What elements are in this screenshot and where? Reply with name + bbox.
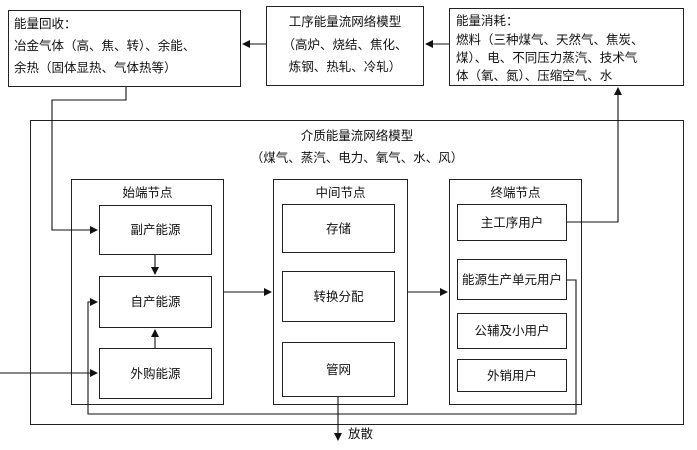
energy-recovery-line2: 余热（固体显热、气体热等） bbox=[14, 60, 177, 75]
end-node-main-process bbox=[457, 204, 567, 241]
mid-nodes-title: 中间节点 bbox=[315, 185, 366, 200]
end-node-auxiliary-label: 公辅及小用户 bbox=[474, 323, 550, 338]
mid-node-pipeline-label: 管网 bbox=[325, 362, 351, 377]
start-node-selfproduced-label: 自产能源 bbox=[130, 294, 181, 309]
energy-consumption-box bbox=[449, 8, 684, 86]
start-node-purchased-label: 外购能源 bbox=[130, 366, 181, 381]
end-nodes-title: 终端节点 bbox=[490, 185, 541, 200]
medium-network-title: 介质能量流网络模型 bbox=[300, 128, 414, 143]
energy-consumption-line3: 体（氧、氮）、压缩空气、水 bbox=[456, 68, 613, 83]
mid-node-storage-label: 存储 bbox=[325, 221, 351, 236]
energy-consumption-line2: 煤）、电、不同压力蒸汽、技术气 bbox=[456, 50, 638, 65]
process-model-box bbox=[266, 6, 424, 86]
start-nodes-title: 始端节点 bbox=[122, 185, 173, 200]
energy-recovery-line1: 冶金气体（高、焦、转）、余能、 bbox=[14, 38, 196, 53]
energy-consumption-line1: 燃料（三种煤气、天然气、焦炭、 bbox=[456, 32, 644, 47]
start-node-byproduct-label: 副产能源 bbox=[130, 222, 181, 237]
energy-consumption-title: 能量消耗： bbox=[456, 13, 519, 28]
medium-network-subtitle: （煤气、蒸汽、电力、氧气、水、风） bbox=[250, 150, 464, 165]
end-node-main-process-label: 主工序用户 bbox=[480, 215, 544, 230]
release-label: 放散 bbox=[348, 426, 374, 441]
end-node-export-label: 外销用户 bbox=[486, 368, 537, 383]
energy-recovery-box bbox=[8, 10, 241, 87]
mid-node-conversion-label: 转换分配 bbox=[313, 289, 364, 304]
energy-recovery-title: 能量回收： bbox=[14, 16, 77, 31]
end-node-energy-unit-label: 能源生产单元用户 bbox=[461, 272, 562, 287]
process-model-line1: （高炉、烧结、焦化、 bbox=[282, 37, 408, 52]
process-model-line2: 炼钢、热轧、冷轧） bbox=[288, 59, 402, 74]
mid-node-storage bbox=[282, 204, 395, 253]
process-model-title: 工序能量流网络模型 bbox=[288, 14, 402, 29]
